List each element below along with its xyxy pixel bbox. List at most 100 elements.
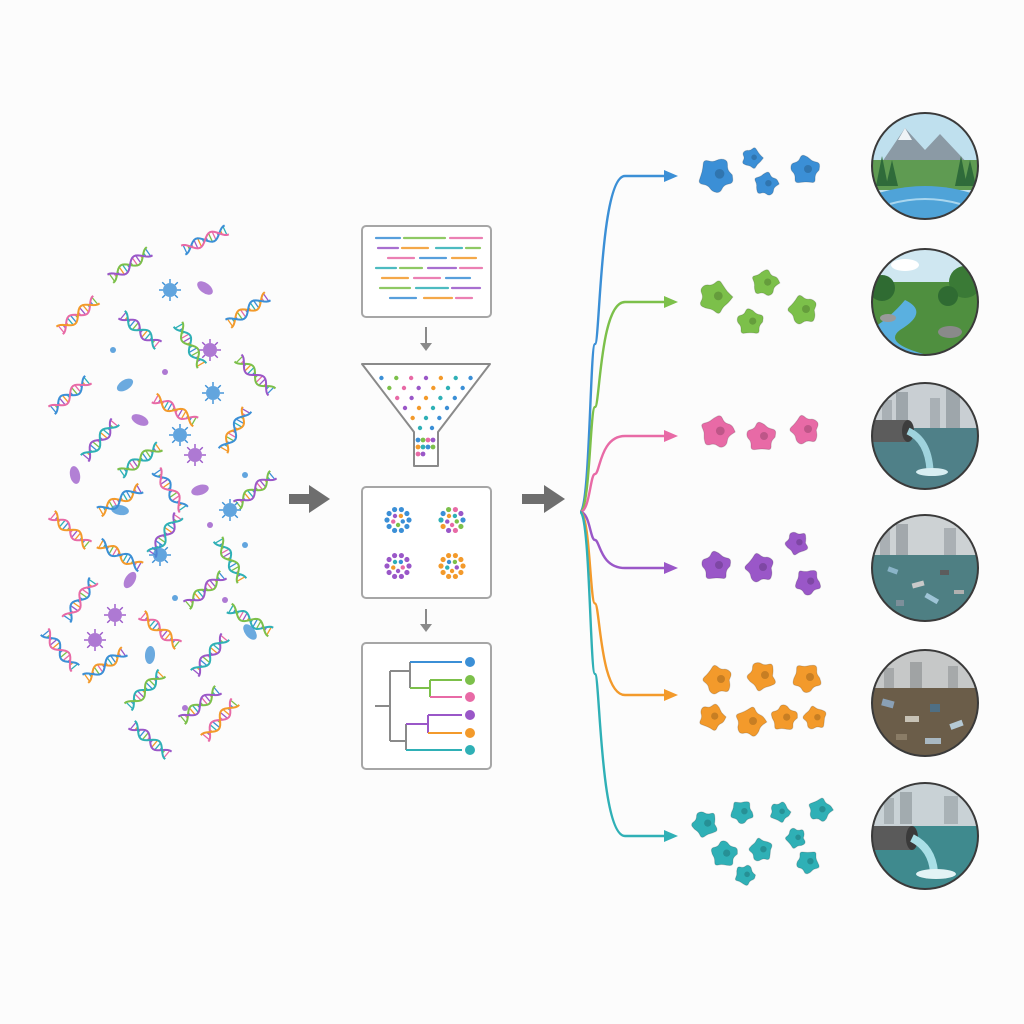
microbe-icon xyxy=(131,414,149,426)
dna-double-helix-icon xyxy=(233,353,277,397)
microbe-icon xyxy=(219,499,241,521)
tree-leaf-dot xyxy=(465,692,475,702)
clustering-panel xyxy=(361,486,492,599)
protein-group xyxy=(701,531,822,596)
microbe-icon xyxy=(182,705,188,711)
branching-curves xyxy=(578,170,678,842)
protein-blob-icon xyxy=(702,664,732,695)
protein-blob-icon xyxy=(735,706,768,737)
dna-double-helix-icon xyxy=(172,321,208,369)
dna-double-helix-icon xyxy=(96,482,144,518)
process-arrow-1 xyxy=(289,485,330,513)
protein-blob-icon xyxy=(790,154,821,184)
dna-double-helix-icon xyxy=(217,406,253,454)
dna-double-helix-icon xyxy=(151,467,189,513)
cluster-icon xyxy=(384,552,412,580)
branch-arrowhead xyxy=(664,830,678,842)
protein-blob-icon xyxy=(792,664,822,694)
protein-blob-icon xyxy=(746,662,776,692)
protein-blob-icon xyxy=(742,147,765,169)
protein-group xyxy=(701,414,819,451)
dna-double-helix-icon xyxy=(151,392,199,428)
dna-double-helix-icon xyxy=(117,441,163,479)
tree-icon xyxy=(375,657,475,755)
microbe-icon xyxy=(104,604,126,626)
protein-blob-icon xyxy=(691,811,718,838)
branch-curve xyxy=(578,300,666,514)
microbe-icon xyxy=(111,504,129,516)
microbe-icon xyxy=(159,279,181,301)
microbe-icon xyxy=(110,347,116,353)
branch-arrowhead xyxy=(664,170,678,182)
microbe-icon xyxy=(162,369,168,375)
microbe-icon xyxy=(144,646,156,664)
microbe-icon xyxy=(84,629,106,651)
protein-group xyxy=(699,662,827,737)
microbe-icon xyxy=(123,571,137,589)
branch-arrowhead xyxy=(664,562,678,574)
dna-double-helix-icon xyxy=(80,417,120,463)
dna-double-helix-icon xyxy=(190,632,230,678)
cluster-icon xyxy=(438,506,466,534)
branch-curve xyxy=(579,510,666,570)
microbe-icon xyxy=(207,522,213,528)
protein-blob-icon xyxy=(744,552,774,583)
microbe-icon xyxy=(191,484,209,496)
protein-groups xyxy=(691,147,835,886)
protein-blob-icon xyxy=(748,837,773,862)
protein-blob-icon xyxy=(784,531,809,556)
dna-double-helix-icon xyxy=(146,512,184,558)
microbe-icon xyxy=(242,472,248,478)
polluted-water-icon xyxy=(871,514,979,622)
dna-double-helix-icon xyxy=(226,602,274,638)
protein-blob-icon xyxy=(746,421,777,451)
step-arrow-2 xyxy=(420,609,432,632)
dna-double-helix-icon xyxy=(61,577,99,623)
tree-leaf-dot xyxy=(465,745,475,755)
dna-double-helix-icon xyxy=(232,470,278,510)
tree-leaf-dot xyxy=(465,728,475,738)
dna-double-helix-icon xyxy=(180,224,230,256)
dna-double-helix-icon xyxy=(82,646,128,684)
protein-blob-icon xyxy=(769,801,792,823)
step-arrow-1 xyxy=(420,327,432,351)
dna-double-helix-icon xyxy=(177,685,223,725)
branch-curve xyxy=(578,510,666,697)
microbe-icon xyxy=(172,595,178,601)
funnel-icon xyxy=(361,363,491,467)
dna-double-helix-icon xyxy=(117,310,163,350)
microbe-icon xyxy=(197,281,213,295)
landfill-icon xyxy=(871,649,979,757)
outfall-pipe-icon xyxy=(871,382,979,490)
forest-river-icon xyxy=(871,248,979,356)
dna-double-helix-icon xyxy=(55,295,101,335)
funnel-particles xyxy=(379,375,473,457)
protein-blob-icon xyxy=(701,415,736,448)
protein-blob-icon xyxy=(770,704,798,731)
microbial-dna-pool xyxy=(40,224,278,760)
protein-blob-icon xyxy=(784,827,806,849)
protein-blob-icon xyxy=(736,308,764,334)
dna-double-helix-icon xyxy=(127,720,173,760)
branch-curve xyxy=(578,510,666,838)
dna-double-helix-icon xyxy=(96,537,144,573)
process-arrow-2 xyxy=(522,485,565,513)
dna-double-helix-icon xyxy=(123,668,167,712)
microbe-icon xyxy=(169,424,191,446)
protein-blob-icon xyxy=(787,294,817,325)
wastewater-pipe-icon xyxy=(871,782,979,890)
protein-group xyxy=(698,147,821,196)
protein-blob-icon xyxy=(808,797,835,822)
dna-double-helix-icon xyxy=(47,510,93,550)
protein-group xyxy=(691,797,835,886)
dna-double-helix-icon xyxy=(107,246,153,284)
protein-group xyxy=(699,269,817,334)
tree-leaf-dot xyxy=(465,675,475,685)
protein-blob-icon xyxy=(794,569,822,596)
protein-blob-icon xyxy=(701,550,732,580)
sequence-reads-panel xyxy=(361,225,492,318)
tree-leaf-dot xyxy=(465,710,475,720)
microbe-icon xyxy=(184,444,206,466)
microbe-icon xyxy=(199,339,221,361)
